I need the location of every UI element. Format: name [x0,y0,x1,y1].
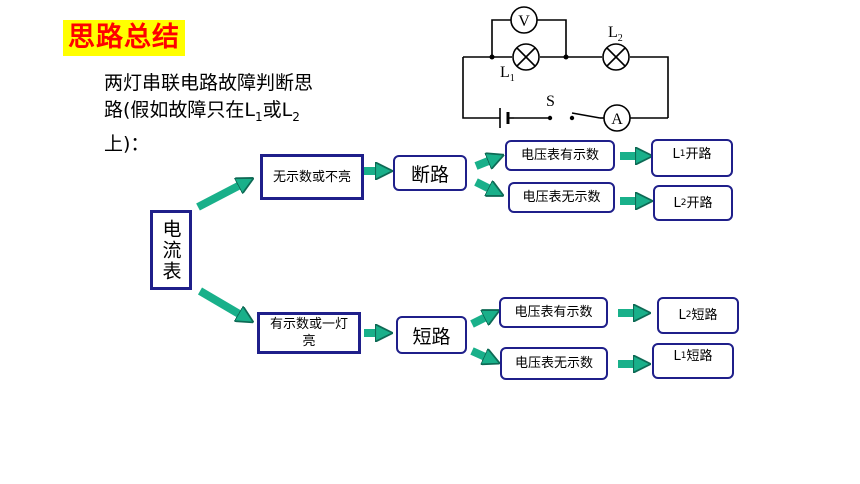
description-line-2b: 或L [262,99,293,121]
description-sub-2: 2 [292,109,300,124]
arrow-open-to-case1 [474,158,496,170]
upper-condition-node: 无示数或不亮 [260,154,364,200]
description-line-2a: 路(假如故障只在L [104,99,255,121]
description-sub-1: 1 [255,109,263,124]
open-case1-reading: 电压表有示数 [505,140,615,171]
page-title: 思路总结 [63,20,185,56]
open-circuit-node: 断路 [393,155,467,191]
short-case1-reading: 电压表有示数 [499,297,608,328]
arrow-short-to-case2 [470,347,492,360]
description-line-3: 上)： [104,132,150,155]
lamp1-label: L1 [500,64,515,84]
problem-description: 两灯串联电路故障判断思 路(假如故障只在L1或L2 上)： [104,70,348,158]
voltmeter-icon [510,6,538,34]
switch-label: S [546,93,555,110]
open-case2-reading: 电压表无示数 [508,182,615,213]
ammeter-root-node: 电流表 [150,210,192,290]
arrow-root-to-lower [197,287,246,318]
arrow-open-to-case2 [474,178,496,192]
lower-condition-node: 有示数或一灯亮 [257,312,361,354]
short-circuit-node: 短路 [396,316,467,354]
lamp2-label: L2 [608,24,623,44]
ammeter-label: A [611,111,623,128]
voltmeter-label: V [518,13,530,30]
arrow-root-to-upper [196,182,246,211]
arrow-short-to-case1 [470,314,492,328]
switch-blade [571,112,601,119]
short-case2-reading: 电压表无示数 [500,347,608,380]
description-line-1: 两灯串联电路故障判断思 [104,72,314,94]
ammeter-icon [603,104,631,132]
